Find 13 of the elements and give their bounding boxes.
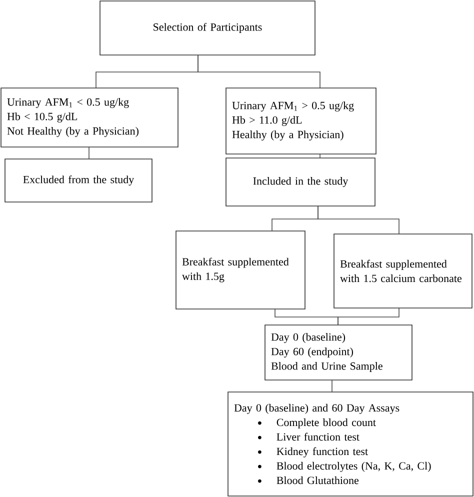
process-box: Excluded from the study: [4, 158, 152, 202]
connector-line: [88, 146, 90, 160]
process-box: Day 0 (baseline) and 60 Day Assays Complete blood count Liver function test Kidney function test Blood electrolytes (Na, K, Ca, Cl) Blood Glutathione: [228, 392, 474, 496]
process-box: Breakfast supplemented with 1.5g: [176, 230, 306, 310]
process-box: Included in the study: [226, 158, 376, 206]
connector-line: [198, 54, 320, 88]
process-box: Selection of Participants: [100, 0, 316, 56]
process-box: Breakfast supplemented with 1.5 calcium carbonate: [334, 234, 472, 308]
connector-line: [338, 308, 400, 326]
process-box: Urinary AFM$_{1}$ < 0.5 ug/kg Hb < 10.5 g/dL Not Healthy (by a Physician): [0, 88, 178, 148]
process-box: Day 0 (baseline) Day 60 (endpoint) Blood and Urine Sample: [264, 324, 412, 380]
process-box: Urinary AFM$_{1}$ > 0.5 ug/kg Hb > 11.0 g/dL Healthy (by a Physician): [226, 88, 376, 154]
connector-line: [318, 206, 400, 234]
